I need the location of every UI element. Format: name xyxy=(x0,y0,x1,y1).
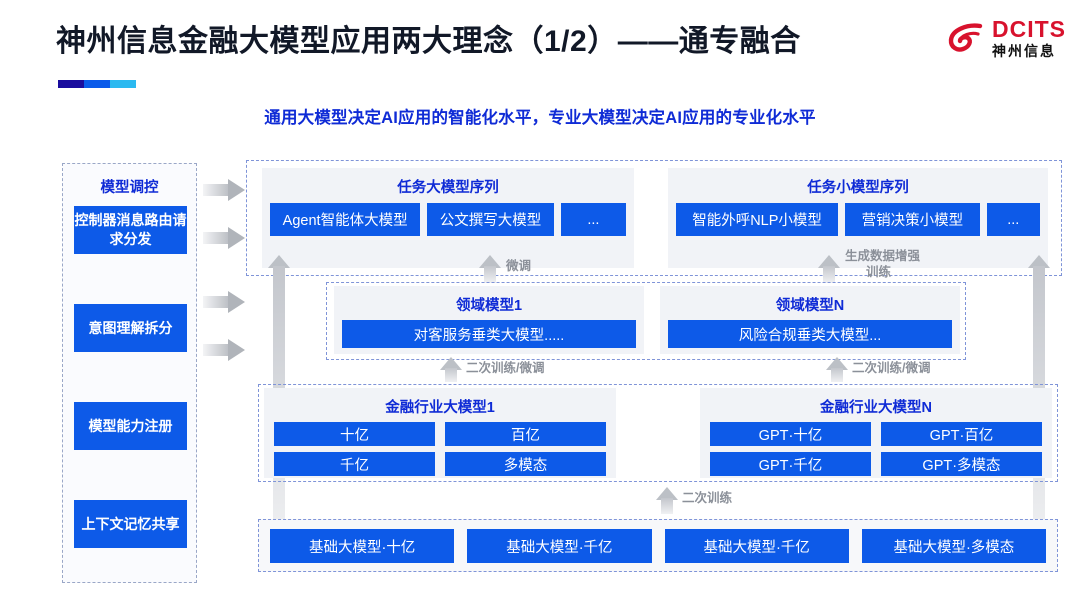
financial-model-1-grid: 十亿 百亿 千亿 多模态 xyxy=(264,417,616,484)
base-model-row: 基础大模型·十亿 基础大模型·千亿 基础大模型·千亿 基础大模型·多模态 xyxy=(259,520,1057,572)
base-chip-4[interactable]: 基础大模型·多模态 xyxy=(861,529,1046,563)
arrow-label-retrain-base: 二次训练 xyxy=(682,491,733,505)
domain-model-1-panel: 领域模型1 对客服务垂类大模型..... xyxy=(334,286,644,354)
task-small-model-chip-row: 智能外呼NLP小模型 营销决策小模型 ... xyxy=(668,197,1048,245)
domain-model-1-bar[interactable]: 对客服务垂类大模型..... xyxy=(342,320,636,348)
up-arrow-icon-retrain-right xyxy=(826,357,848,382)
chip-more-task-small[interactable]: ... xyxy=(986,203,1040,236)
task-big-model-panel: 任务大模型序列 Agent智能体大模型 公文撰写大模型 ... xyxy=(262,168,634,268)
arrow-label-retrain-right: 二次训练/微调 xyxy=(852,361,931,375)
logo-text-cn: 神州信息 xyxy=(992,43,1056,59)
arrow-label-fine-tune: 微调 xyxy=(506,259,532,273)
chip-document-writing-model[interactable]: 公文撰写大模型 xyxy=(427,203,554,236)
right-arrow-icon-2 xyxy=(203,227,245,249)
chip-outbound-nlp-model[interactable]: 智能外呼NLP小模型 xyxy=(676,203,839,236)
dcits-swirl-icon xyxy=(947,19,985,57)
sidebar-item-context-memory[interactable]: 上下文记忆共享 xyxy=(74,500,187,548)
base-chip-1[interactable]: 基础大模型·十亿 xyxy=(270,529,455,563)
sidebar-item-capability-registry[interactable]: 模型能力注册 xyxy=(74,402,187,450)
task-small-model-title: 任务小模型序列 xyxy=(807,180,909,196)
fin1-cell-2[interactable]: 百亿 xyxy=(445,422,606,446)
right-arrow-icon-1 xyxy=(203,179,245,201)
model-control-sidebar: 模型调控 控制器消息路由请求分发 意图理解拆分 模型能力注册 上下文记忆共享 xyxy=(62,163,197,583)
financial-model-frame xyxy=(258,384,1058,482)
domain-model-n-title: 领域模型N xyxy=(775,298,845,314)
logo-text-en: DCITS xyxy=(992,16,1066,42)
domain-model-frame xyxy=(326,282,966,360)
financial-model-n-grid: GPT·十亿 GPT·百亿 GPT·千亿 GPT·多模态 xyxy=(700,417,1052,484)
financial-model-1-title: 金融行业大模型1 xyxy=(385,400,495,416)
chip-marketing-decision-model[interactable]: 营销决策小模型 xyxy=(845,203,980,236)
base-chip-2[interactable]: 基础大模型·千亿 xyxy=(467,529,652,563)
finN-cell-2[interactable]: GPT·百亿 xyxy=(881,422,1042,446)
task-sequence-frame xyxy=(246,160,1062,276)
right-arrow-icon-3 xyxy=(203,291,245,313)
sidebar-item-intent-parsing[interactable]: 意图理解拆分 xyxy=(74,304,187,352)
finN-cell-1[interactable]: GPT·十亿 xyxy=(710,422,871,446)
chip-agent-model[interactable]: Agent智能体大模型 xyxy=(270,203,421,236)
page-title: 神州信息金融大模型应用两大理念（1/2）——通专融合 xyxy=(56,25,801,58)
financial-model-n-title: 金融行业大模型N xyxy=(820,400,932,416)
dcits-logo: DCITS 神州信息 xyxy=(947,18,1066,58)
up-arrow-icon-data-augment xyxy=(818,255,840,283)
sidebar-item-controller-routing[interactable]: 控制器消息路由请求分发 xyxy=(74,206,187,254)
right-arrow-icon-4 xyxy=(203,339,245,361)
financial-model-n-panel: 金融行业大模型N GPT·十亿 GPT·百亿 GPT·千亿 GPT·多模态 xyxy=(700,388,1052,478)
rule-segment-light xyxy=(110,80,136,88)
arrow-label-retrain-left: 二次训练/微调 xyxy=(466,361,545,375)
rule-segment-dark xyxy=(58,80,84,88)
base-model-frame: 基础大模型·十亿 基础大模型·千亿 基础大模型·千亿 基础大模型·多模态 xyxy=(258,519,1058,572)
up-arrow-icon-retrain-left xyxy=(440,357,462,382)
financial-model-1-panel: 金融行业大模型1 十亿 百亿 千亿 多模态 xyxy=(264,388,616,478)
fin1-cell-3[interactable]: 千亿 xyxy=(274,452,435,476)
up-arrow-icon-retrain-base xyxy=(656,487,678,514)
domain-model-n-bar[interactable]: 风险合规垂类大模型... xyxy=(668,320,952,348)
task-small-model-panel: 任务小模型序列 智能外呼NLP小模型 营销决策小模型 ... xyxy=(668,168,1048,268)
domain-model-n-panel: 领域模型N 风险合规垂类大模型... xyxy=(660,286,960,354)
finN-cell-4[interactable]: GPT·多模态 xyxy=(881,452,1042,476)
domain-model-1-title: 领域模型1 xyxy=(455,298,523,314)
arrow-label-data-augment-2: 训练 xyxy=(866,265,892,279)
task-big-model-chip-row: Agent智能体大模型 公文撰写大模型 ... xyxy=(262,197,634,245)
title-underline-rule xyxy=(58,80,136,88)
page-subtitle: 通用大模型决定AI应用的智能化水平，专业大模型决定AI应用的专业化水平 xyxy=(264,109,816,127)
task-big-model-title: 任务大模型序列 xyxy=(397,180,499,196)
rule-segment-mid xyxy=(84,80,110,88)
sidebar-title: 模型调控 xyxy=(100,180,159,196)
base-chip-3[interactable]: 基础大模型·千亿 xyxy=(664,529,849,563)
arrow-label-data-augment-1: 生成数据增强 xyxy=(845,249,921,263)
up-arrow-icon-fine-tune xyxy=(479,255,501,283)
chip-more-task-big[interactable]: ... xyxy=(560,203,626,236)
finN-cell-3[interactable]: GPT·千亿 xyxy=(710,452,871,476)
fin1-cell-1[interactable]: 十亿 xyxy=(274,422,435,446)
fin1-cell-4[interactable]: 多模态 xyxy=(445,452,606,476)
